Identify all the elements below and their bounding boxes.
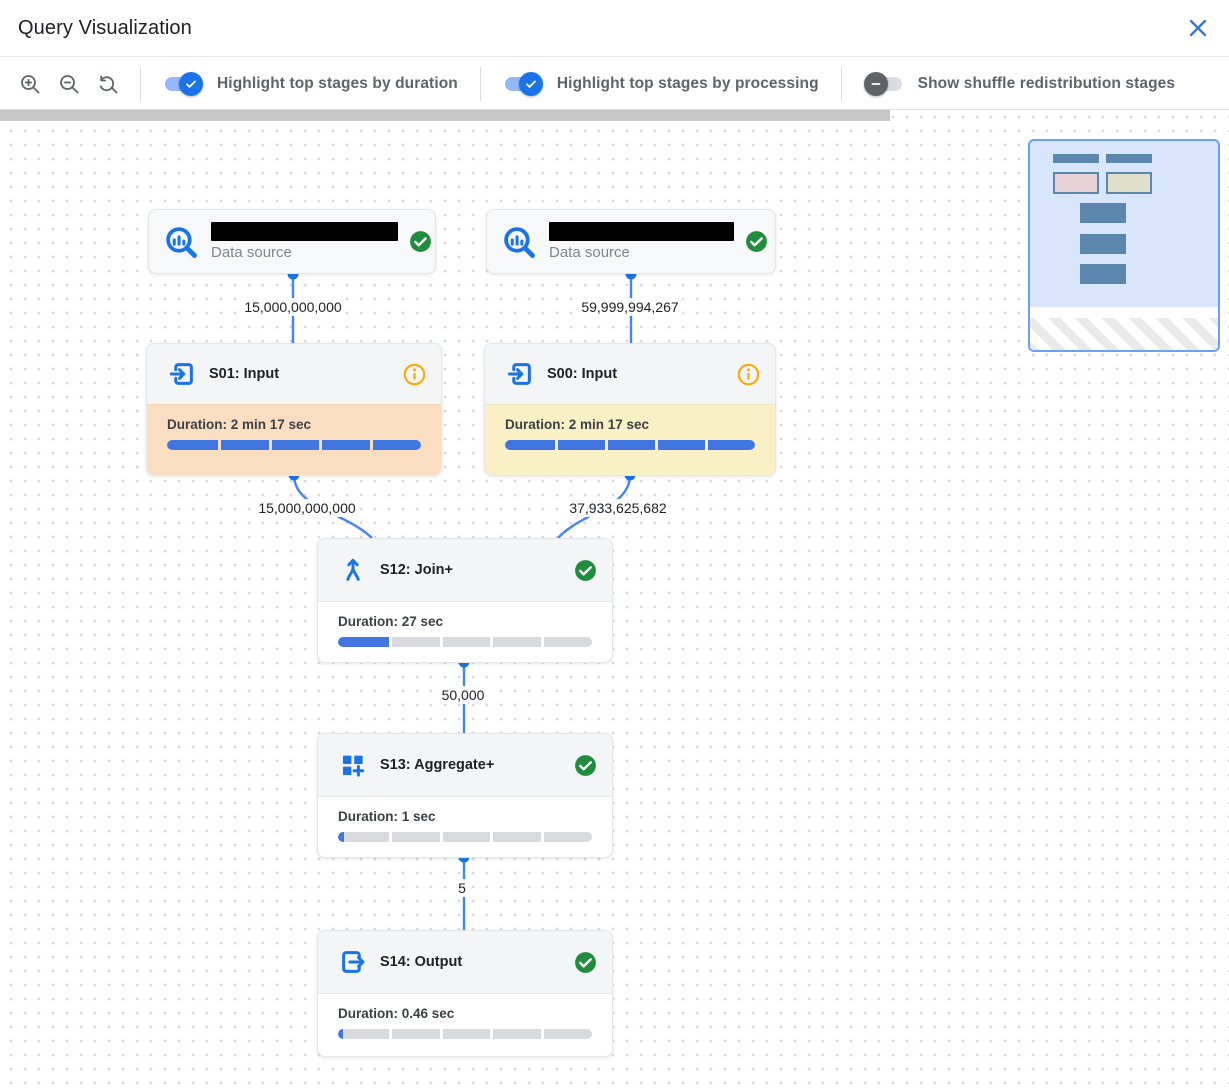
stage-duration: Duration: 2 min 17 sec bbox=[505, 417, 650, 432]
minimap-node-data-source-2 bbox=[1106, 154, 1152, 163]
node-stage-s01[interactable]: S01: Input Duration: 2 min 17 sec bbox=[146, 343, 442, 476]
minimap-node-s12 bbox=[1080, 203, 1126, 223]
stage-progress-bar bbox=[338, 1029, 592, 1039]
info-icon[interactable] bbox=[736, 362, 761, 387]
minimap-out-of-bounds bbox=[1030, 318, 1218, 350]
minimap-node-s01 bbox=[1053, 172, 1099, 194]
output-icon bbox=[338, 947, 368, 977]
stage-progress-bar bbox=[505, 440, 755, 450]
minimap-node-data-source-1 bbox=[1053, 154, 1099, 163]
redacted-table-name bbox=[211, 222, 398, 241]
success-check-icon bbox=[408, 229, 433, 254]
input-icon bbox=[505, 359, 535, 389]
stage-duration: Duration: 0.46 sec bbox=[338, 1006, 455, 1021]
toggle-group-duration: Highlight top stages by duration bbox=[141, 71, 480, 96]
edge-row-count: 50,000 bbox=[437, 686, 489, 704]
toggle-highlight-processing[interactable] bbox=[503, 71, 543, 96]
stage-duration: Duration: 2 min 17 sec bbox=[167, 417, 312, 432]
close-icon[interactable] bbox=[1185, 15, 1211, 41]
aggregate-icon bbox=[338, 750, 368, 780]
stage-title: S13: Aggregate+ bbox=[380, 757, 495, 773]
success-check-icon bbox=[573, 558, 598, 583]
toolbar-divider bbox=[140, 66, 141, 101]
edge-row-count: 37,933,625,682 bbox=[565, 499, 671, 517]
stage-duration: Duration: 1 sec bbox=[338, 809, 436, 824]
page-title: Query Visualization bbox=[18, 16, 192, 39]
node-data-source-1[interactable]: Data source bbox=[148, 209, 436, 274]
bigquery-search-icon bbox=[163, 224, 199, 260]
bigquery-search-icon bbox=[501, 224, 537, 260]
toggle-label-duration: Highlight top stages by duration bbox=[217, 74, 458, 92]
data-source-label: Data source bbox=[211, 244, 292, 261]
toolbar-divider bbox=[479, 66, 481, 101]
zoom-controls bbox=[0, 72, 140, 96]
zoom-out-icon[interactable] bbox=[57, 72, 81, 96]
stage-duration: Duration: 27 sec bbox=[338, 614, 444, 629]
node-data-source-2[interactable]: Data source bbox=[486, 209, 776, 274]
stage-title: S12: Join+ bbox=[380, 562, 453, 578]
success-check-icon bbox=[573, 950, 598, 975]
toggle-group-shuffle: Show shuffle redistribution stages bbox=[842, 71, 1197, 96]
redacted-table-name bbox=[549, 222, 734, 241]
node-stage-s14[interactable]: S14: Output Duration: 0.46 sec bbox=[317, 930, 613, 1057]
toolbar-divider bbox=[840, 66, 842, 101]
edge-row-count: 59,999,994,267 bbox=[577, 298, 683, 316]
toolbar: Highlight top stages by duration Highlig… bbox=[0, 58, 1229, 110]
edge-row-count: 15,000,000,000 bbox=[254, 499, 360, 517]
toggle-highlight-duration[interactable] bbox=[163, 71, 203, 96]
node-stage-s00[interactable]: S00: Input Duration: 2 min 17 sec bbox=[484, 343, 776, 476]
input-icon bbox=[167, 359, 197, 389]
minimap-node-s13 bbox=[1080, 234, 1126, 254]
success-check-icon bbox=[573, 753, 598, 778]
stage-progress-bar bbox=[338, 637, 592, 647]
minimap-empty-band bbox=[1030, 307, 1218, 318]
zoom-in-icon[interactable] bbox=[18, 72, 42, 96]
toggle-group-processing: Highlight top stages by processing bbox=[481, 71, 841, 96]
stage-title: S01: Input bbox=[209, 366, 280, 382]
data-source-label: Data source bbox=[549, 244, 630, 261]
stage-title: S00: Input bbox=[547, 366, 618, 382]
toggle-show-shuffle[interactable] bbox=[863, 71, 904, 96]
stage-title: S14: Output bbox=[380, 954, 463, 970]
node-stage-s13[interactable]: S13: Aggregate+ Duration: 1 sec bbox=[317, 733, 613, 858]
node-stage-s12[interactable]: S12: Join+ Duration: 27 sec bbox=[317, 538, 613, 663]
dialog-header: Query Visualization bbox=[0, 0, 1229, 57]
minimap[interactable] bbox=[1028, 139, 1220, 352]
minimap-node-s14 bbox=[1080, 264, 1126, 284]
graph-canvas[interactable]: 15,000,000,000 59,999,994,267 15,000,000… bbox=[0, 110, 1229, 1090]
reset-zoom-icon[interactable] bbox=[96, 72, 120, 96]
toggle-label-processing: Highlight top stages by processing bbox=[556, 74, 819, 92]
horizontal-scrollbar[interactable] bbox=[0, 110, 890, 121]
join-icon bbox=[338, 555, 368, 585]
minimap-node-s00 bbox=[1106, 172, 1152, 194]
success-check-icon bbox=[744, 229, 769, 254]
info-icon[interactable] bbox=[402, 362, 427, 387]
edge-row-count: 5 bbox=[454, 879, 470, 897]
edge-row-count: 15,000,000,000 bbox=[240, 298, 346, 316]
stage-progress-bar bbox=[338, 832, 592, 842]
toggle-label-shuffle: Show shuffle redistribution stages bbox=[917, 74, 1176, 92]
stage-progress-bar bbox=[167, 440, 421, 450]
